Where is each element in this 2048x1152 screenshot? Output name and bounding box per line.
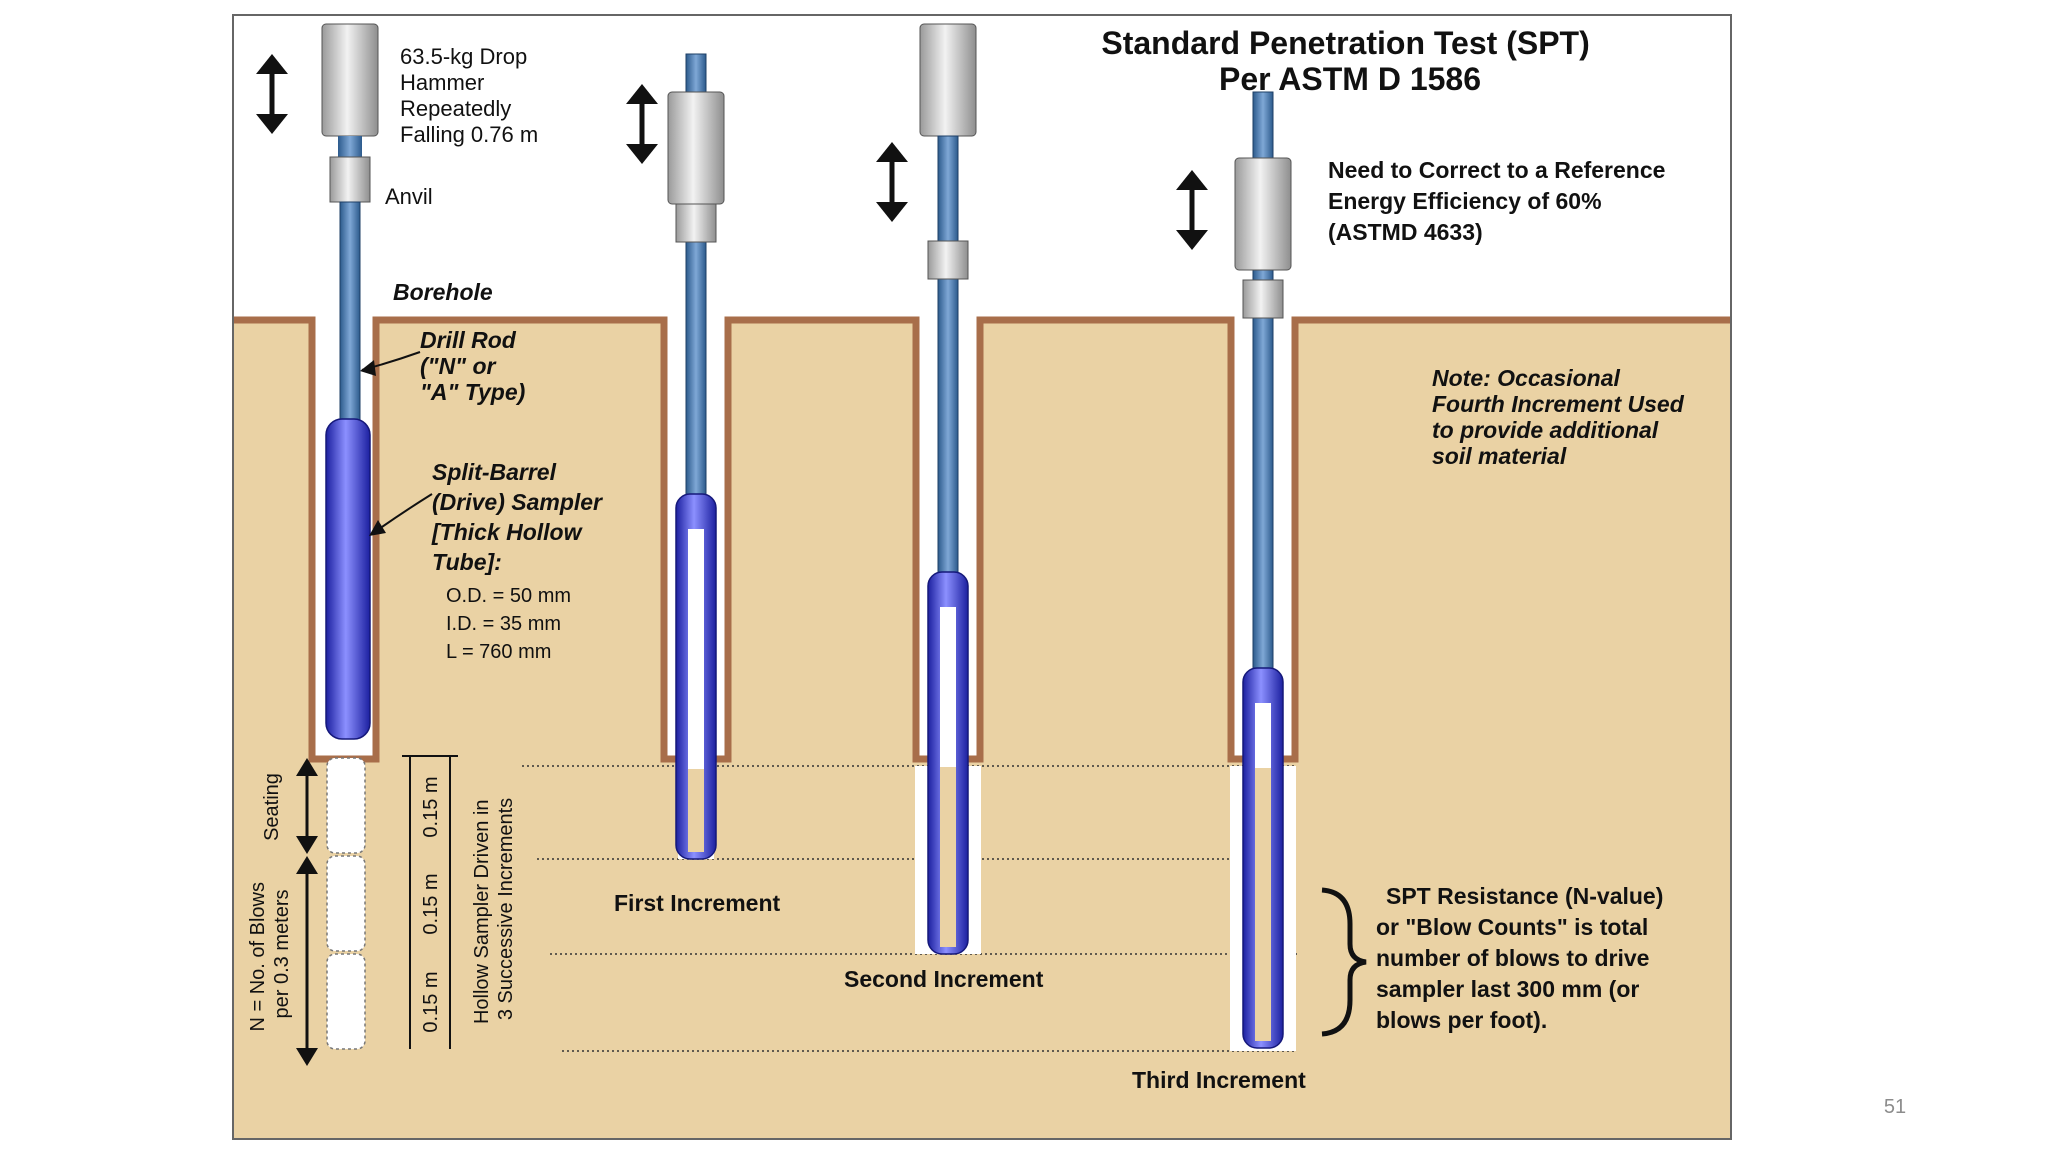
hammer-2 <box>667 91 725 205</box>
increment-length-3: 0.15 m <box>420 971 442 1032</box>
curly-brace <box>1321 887 1367 1037</box>
leader-arrow-icon <box>369 493 433 536</box>
second-increment-label: Second Increment <box>844 966 1044 992</box>
stage-4-assembly <box>1234 91 1292 1049</box>
anvil-3 <box>927 240 969 280</box>
leader-arrow-icon <box>360 351 421 376</box>
sampler-label: Split-Barrel (Drive) Sampler [Thick Holl… <box>431 459 608 575</box>
third-increment-label: Third Increment <box>1132 1067 1306 1093</box>
first-increment-label: First Increment <box>614 890 780 916</box>
anvil-4 <box>1242 279 1284 319</box>
hammer-label: 63.5-kg Drop Hammer Repeatedly Falling 0… <box>400 44 538 147</box>
increment-length-1: 0.15 m <box>420 776 442 837</box>
double-arrow-icon <box>626 84 658 164</box>
seating-arrow-icon <box>296 758 318 854</box>
diagram-title: Standard Penetration Test (SPT) Per ASTM… <box>1101 25 1598 97</box>
second-segment <box>326 855 366 952</box>
rod-1-top <box>338 136 362 158</box>
drill-rod-label: Drill Rod ("N" or "A" Type) <box>420 327 525 405</box>
anvil-2 <box>675 203 717 243</box>
stage-1-assembly <box>321 23 379 1050</box>
sampler-3-core-soil <box>940 767 956 947</box>
correction-note: Need to Correct to a Reference Energy Ef… <box>1328 157 1672 245</box>
stage-3-assembly <box>919 23 977 955</box>
drill-rod-3 <box>937 135 959 587</box>
double-arrow-icon <box>256 54 288 134</box>
spt-resistance-note: SPT Resistance (N-value) or "Blow Counts… <box>1376 883 1670 1033</box>
seating-label: Seating <box>261 773 283 841</box>
anvil-label: Anvil <box>385 184 433 209</box>
sampler-2-core-soil <box>688 769 704 852</box>
sampler-4-core-empty <box>1255 703 1271 768</box>
anvil-1 <box>329 156 371 203</box>
sampler-1 <box>325 418 371 740</box>
hammer-1 <box>321 23 379 137</box>
third-segment <box>326 953 366 1050</box>
stage-2-assembly <box>667 53 725 860</box>
increment-bar <box>402 755 458 1049</box>
drill-rod-1 <box>339 201 361 433</box>
spt-diagram: Standard Penetration Test (SPT) Per ASTM… <box>232 14 1732 1140</box>
sampler-2-core-empty <box>688 529 704 769</box>
borehole-label: Borehole <box>393 279 493 305</box>
sampler-dimensions: O.D. = 50 mm I.D. = 35 mm L = 760 mm <box>446 585 577 663</box>
ground-line <box>234 316 1730 763</box>
n-blows-arrow-icon <box>296 856 318 1066</box>
page-number: 51 <box>1883 1096 1907 1118</box>
seating-segment <box>326 757 366 854</box>
hammer-3 <box>919 23 977 137</box>
hammer-4 <box>1234 157 1292 271</box>
double-arrow-icon <box>1176 170 1208 250</box>
increment-length-2: 0.15 m <box>420 873 442 934</box>
double-arrow-icon <box>876 142 908 222</box>
occasional-note: Note: Occasional Fourth Increment Used t… <box>1432 365 1690 469</box>
sampler-3-core-empty <box>940 607 956 767</box>
hollow-sampler-label: Hollow Sampler Driven in 3 Successive In… <box>471 794 517 1024</box>
sampler-4-core-soil <box>1255 768 1271 1041</box>
n-blows-label: N = No. of Blows per 0.3 meters <box>247 876 293 1031</box>
